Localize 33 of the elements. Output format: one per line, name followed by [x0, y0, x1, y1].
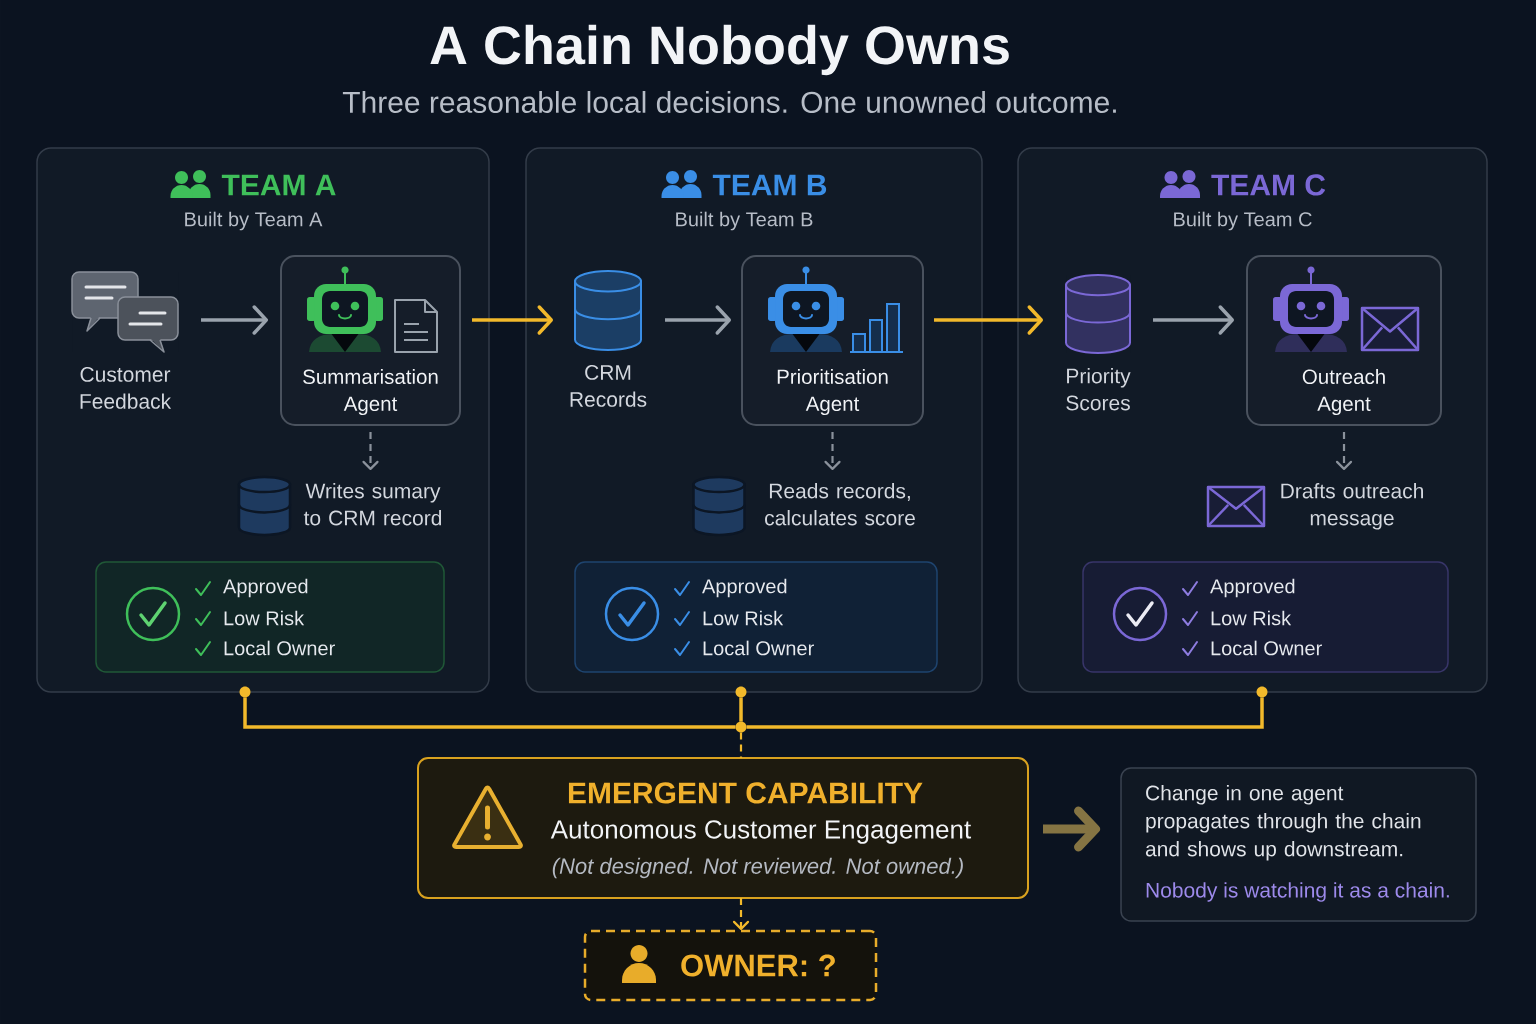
owner-box: OWNER: ? [583, 929, 878, 1002]
item-label: CRM Records [570, 365, 647, 407]
team-heading: TEAM C [1211, 174, 1326, 196]
arrow [472, 305, 553, 335]
item-label: Customer Feedback [80, 367, 172, 409]
item-label: Priority Scores [1066, 368, 1131, 411]
subtitle-text: Three reasonable local decisions. One unowned outcome. [342, 91, 1116, 113]
arrow [1153, 305, 1234, 335]
arrow [665, 305, 731, 335]
status-box: Approved Low Risk Local Owner [95, 561, 445, 673]
status-box: Approved Low Risk Local Owner [1082, 561, 1449, 673]
team-heading: TEAM A [221, 174, 336, 196]
dashed-arrow [824, 432, 841, 470]
connector-line [243, 697, 736, 729]
arrow [934, 305, 1043, 335]
team-subtitle: Built by Team B [676, 211, 813, 231]
dashed-arrow [1335, 432, 1353, 470]
note-text: Reads records, calculates score [765, 483, 915, 526]
note-text: Writes sumary to CRM record [303, 483, 442, 526]
arrow [201, 305, 268, 335]
dashed-line [739, 732, 743, 758]
team-heading: TEAM B [712, 174, 827, 196]
note-text: Drafts outreach message [1281, 483, 1423, 530]
info-box: Change in one agent propagates through the chain and shows up downstream. Nobody is watching it as a chain. [1120, 767, 1477, 922]
connector-line [739, 697, 743, 722]
dashed-arrow [732, 898, 750, 930]
dashed-arrow [362, 432, 379, 470]
connector-line [746, 697, 1264, 729]
warning-box: EMERGENT CAPABILITY Autonomous Customer Engagement (Not designed. Not reviewed. Not owned.) [417, 757, 1029, 899]
team-subtitle: Built by Team A [185, 211, 323, 231]
title: A Chain Nobody Owns [430, 24, 1009, 76]
status-box: Approved Low Risk Local Owner [574, 561, 938, 673]
team-subtitle: Built by Team C [1174, 211, 1312, 231]
